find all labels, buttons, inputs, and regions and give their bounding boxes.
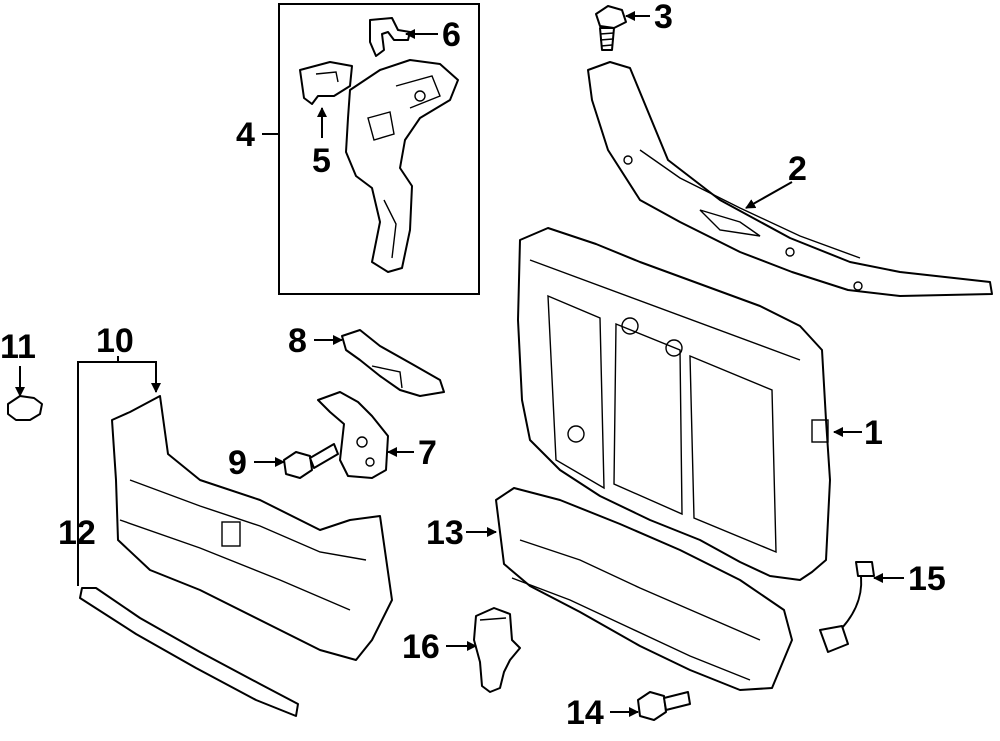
callout-6: 6 (442, 16, 461, 54)
callout-7: 7 (418, 434, 437, 472)
part-3-bolt (595, 5, 627, 51)
callout-12: 12 (58, 514, 96, 552)
part-7-bracket (317, 391, 389, 479)
leader-2 (745, 181, 793, 209)
callout-14: 14 (566, 694, 604, 732)
callout-13: 13 (426, 514, 464, 552)
callout-9: 9 (228, 444, 247, 482)
callout-15: 15 (908, 560, 946, 598)
part-1-radiator-support (517, 227, 831, 581)
part-10-deflector (111, 395, 393, 661)
callout-10: 10 (96, 322, 134, 360)
leader-10b (118, 361, 161, 393)
part-2-upper-tie-bar (587, 61, 993, 297)
part-8-bracket (341, 329, 445, 397)
group-box-4 (278, 3, 480, 295)
leader-10 (77, 356, 119, 586)
part-13-air-guide (495, 487, 793, 691)
part-14-bolt (637, 691, 691, 721)
callout-16: 16 (402, 628, 440, 666)
callout-2: 2 (788, 150, 807, 188)
callout-4: 4 (236, 116, 255, 154)
callout-11: 11 (0, 328, 36, 366)
part-11-push-clip (7, 395, 43, 421)
part-15-sensor-harness (819, 561, 875, 653)
part-6-clip (369, 17, 411, 57)
callout-3: 3 (654, 0, 673, 36)
part-4-side-support (345, 59, 459, 273)
part-12-seal-strip (79, 587, 299, 717)
part-5-bracket (299, 61, 353, 105)
callout-1: 1 (864, 414, 883, 452)
callout-5: 5 (312, 142, 331, 180)
part-9-bolt (283, 443, 339, 479)
callout-8: 8 (288, 322, 307, 360)
part-16-sensor (473, 607, 521, 693)
